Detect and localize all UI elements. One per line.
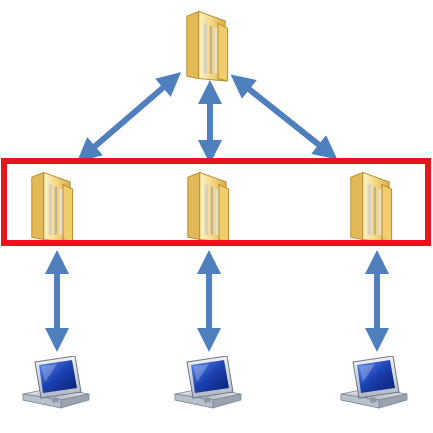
middle-row [31,171,393,242]
computer-icon [22,356,90,409]
folder-icon [350,171,393,242]
folder-icon [31,171,74,242]
bottom-row [22,356,408,409]
arrows-middle-bottom [45,250,389,352]
arrows-top-middle [76,72,338,164]
arrow-top-to-right [230,74,338,160]
computer-icon [174,356,242,409]
top-folder [186,10,229,82]
highlight-rectangle [1,158,431,246]
folder-icon [186,10,229,82]
folder-icon [187,171,230,242]
computer-icon [340,356,408,409]
arrow-top-to-left [76,72,182,162]
